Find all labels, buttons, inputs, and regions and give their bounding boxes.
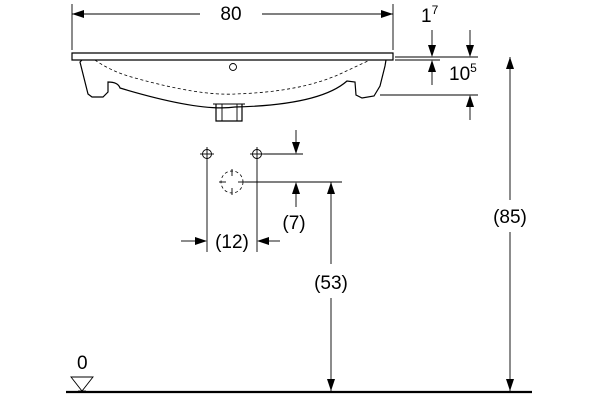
rim-thickness-label: 17	[421, 3, 439, 27]
total-height-dimension: (85)	[493, 57, 527, 391]
washbasin-outline	[71, 52, 394, 122]
fixing-spacing-dimension: (12)	[181, 232, 280, 253]
waste-height-label: (53)	[314, 273, 348, 294]
waste-offset-dimension: (7)	[245, 130, 342, 234]
floor-level-label: 0	[77, 353, 88, 374]
width-dimension: 80	[71, 4, 394, 50]
waste-height-dimension: (53)	[314, 182, 348, 391]
fixing-points	[200, 147, 264, 252]
fixing-spacing-label: (12)	[215, 232, 249, 253]
width-label: 80	[220, 4, 241, 25]
waste-offset-label: (7)	[282, 213, 305, 234]
total-height-label: (85)	[493, 207, 527, 228]
depth-label: 105	[449, 61, 477, 85]
floor-level: 0	[66, 353, 532, 394]
rim-depth-dimension: 17 105	[380, 3, 478, 120]
